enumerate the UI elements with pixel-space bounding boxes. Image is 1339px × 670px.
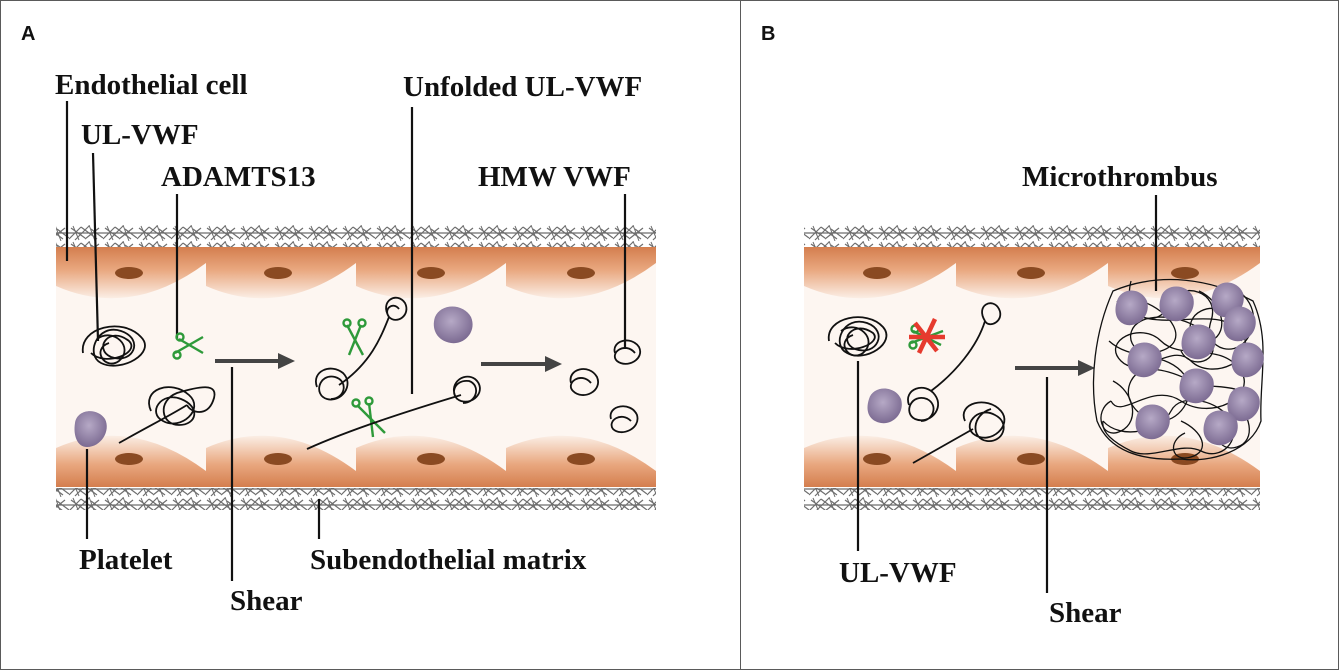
- label-ul-vwf-a: UL-VWF: [81, 119, 199, 151]
- platelet-free-a: [433, 306, 473, 344]
- endothelial-layer-bottom: [56, 435, 656, 487]
- adamts13-scissors-3: [351, 396, 386, 438]
- panel-a: A: [0, 0, 741, 670]
- panel-b: B: [740, 0, 1339, 670]
- panel-b-illustration: [804, 195, 1264, 593]
- microthrombus: [1092, 278, 1264, 461]
- adamts13-scissors-1: [172, 332, 204, 360]
- leader-lines-a: [65, 101, 627, 581]
- microthrombus-platelets: [1115, 282, 1264, 446]
- inhibition-cross: [909, 318, 945, 354]
- matrix-strip-bottom-b: [804, 488, 1260, 510]
- matrix-strip-bottom: [56, 488, 656, 510]
- label-shear-b: Shear: [1049, 597, 1122, 629]
- label-ul-vwf-b: UL-VWF: [839, 557, 957, 589]
- label-shear-a: Shear: [230, 585, 303, 617]
- label-adamts13: ADAMTS13: [161, 161, 316, 193]
- panel-letter-a: A: [21, 23, 36, 45]
- matrix-strip-top: [56, 225, 656, 247]
- shear-arrow-b: [1015, 360, 1095, 376]
- endothelial-layer-bottom-b: [804, 435, 1260, 487]
- leader-lines-b: [856, 195, 1158, 593]
- ul-vwf-tangle: [82, 325, 146, 367]
- panel-a-illustration: [56, 101, 656, 581]
- platelet-a: [74, 411, 107, 447]
- unfolded-ul-vwf-strand: [306, 296, 481, 450]
- endothelial-layer-top-b: [804, 247, 1260, 299]
- anchored-ul-vwf-b: [912, 401, 1006, 464]
- label-unfolded-ul-vwf: Unfolded UL-VWF: [403, 71, 643, 103]
- shear-arrows-a: [215, 353, 562, 372]
- label-subendothelial-matrix: Subendothelial matrix: [310, 544, 587, 576]
- hmw-vwf-fragments: [569, 339, 642, 434]
- ul-vwf-strand-b: [907, 302, 1002, 422]
- anchored-ul-vwf: [118, 386, 216, 444]
- label-microthrombus: Microthrombus: [1022, 161, 1218, 193]
- label-hmw-vwf: HMW VWF: [478, 161, 631, 193]
- matrix-strip-top-b: [804, 225, 1260, 247]
- panel-letter-b: B: [761, 23, 776, 45]
- label-platelet: Platelet: [79, 544, 173, 576]
- ul-vwf-tangle-b: [828, 316, 888, 357]
- endothelial-layer-top: [56, 247, 656, 299]
- platelet-b: [867, 388, 902, 424]
- adamts13-scissors-2: [342, 318, 367, 356]
- label-endothelial-cell: Endothelial cell: [55, 69, 248, 101]
